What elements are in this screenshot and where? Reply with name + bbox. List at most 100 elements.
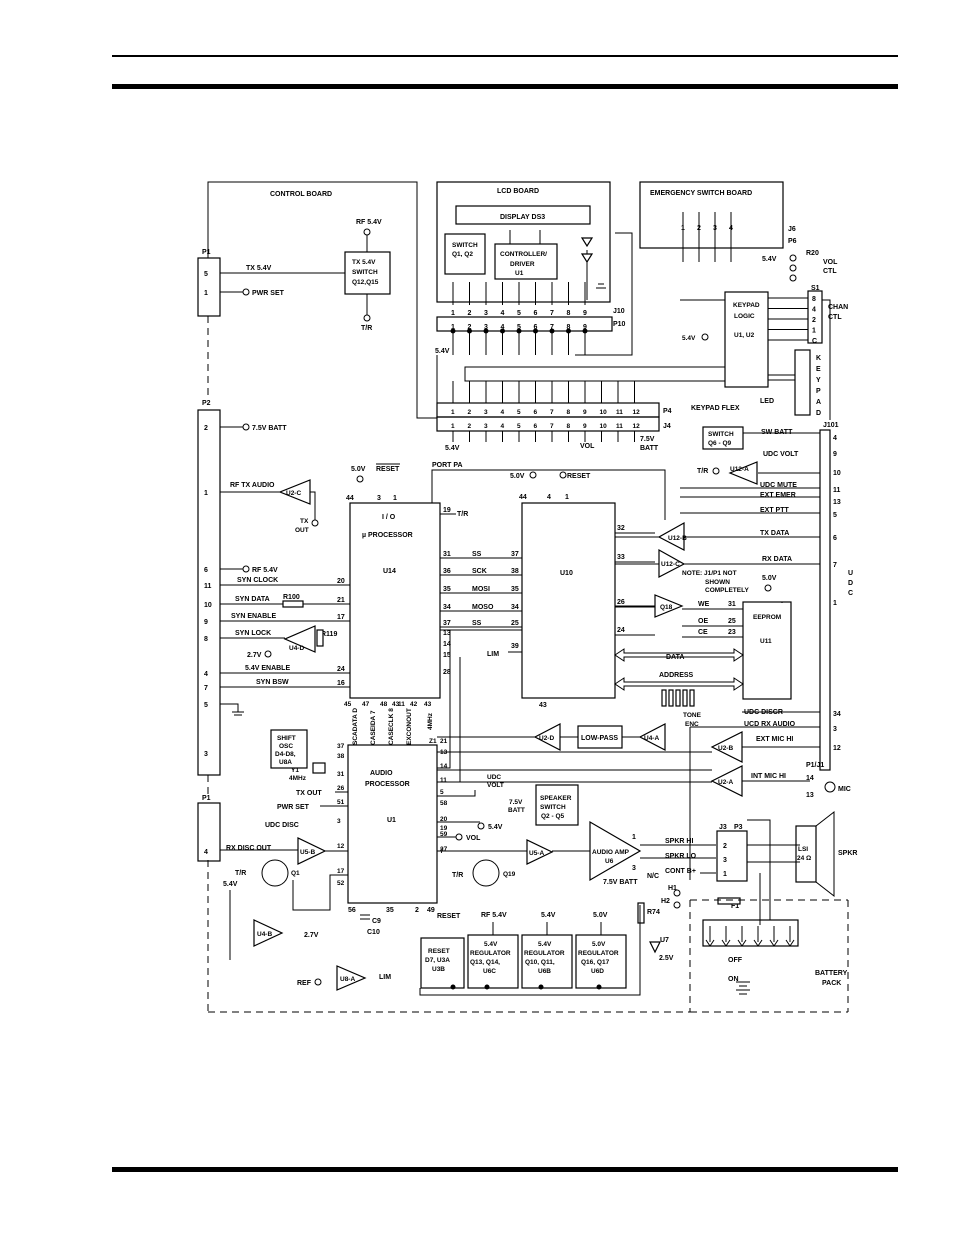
reg-a-input: RF 5.4V [481, 912, 507, 919]
u14-bottom-pin: 43 [424, 701, 432, 708]
ap-right-pin: 14 [440, 763, 448, 770]
chan-ctl-l2: CTL [828, 314, 842, 321]
crystal-y1 [312, 762, 326, 774]
u10-pin-44: 44 [519, 494, 527, 501]
ap-pin-56: 56 [348, 907, 356, 914]
on-label: ON [728, 976, 739, 983]
q19-transistor [472, 859, 500, 887]
eeprom-signal: WE [698, 601, 710, 608]
u10-right-pin: 32 [617, 525, 625, 532]
audio-amp-l2: U6 [605, 858, 614, 865]
lcd-leds [580, 237, 606, 289]
rf-5v4-p2: RF 5.4V [252, 567, 278, 574]
reg-c-l3: Q16, Q17 [581, 959, 610, 966]
chan-ctl-l1: CHAN [828, 304, 848, 311]
y1-l2: 4MHz [289, 775, 307, 782]
lcd-top-pin: 8 [567, 310, 571, 317]
flex-top-pin: 7 [550, 409, 554, 416]
low-pass-label: LOW-PASS [581, 735, 618, 742]
u10-left-pin: 34 [511, 604, 519, 611]
main-wires [437, 232, 831, 880]
audio-proc-l2: PROCESSOR [365, 781, 410, 788]
j101-signal: RX DATA [762, 556, 792, 563]
keypad[interactable] [794, 349, 811, 416]
u4d-label: U4-D [289, 645, 304, 652]
int-mic-hi: INT MIC HI [751, 773, 786, 780]
footer-rule-thick [112, 1167, 898, 1172]
tr-u14: T/R [457, 511, 468, 518]
pwr-set-top: PWR SET [252, 290, 285, 297]
tone-enc-resistors [661, 689, 695, 707]
eeprom-l1: EEPROM [753, 614, 781, 621]
s1-switch[interactable] [807, 290, 823, 344]
q1-label: Q1 [291, 870, 300, 877]
u7-label: U7 [660, 937, 669, 944]
ap-left-pin: 26 [337, 785, 345, 792]
p1-connector [197, 257, 221, 317]
p2-pin: 2 [204, 425, 208, 432]
u10-ref: U10 [560, 570, 573, 577]
mic-pin-14: 14 [806, 775, 814, 782]
reg-b-l3: Q10, Q11, [525, 959, 555, 966]
j101-label: J101 [823, 422, 839, 429]
r20-5v4: 5.4V [762, 256, 777, 263]
j10-label: J10 [613, 308, 625, 315]
reg-a-l1: 5.4V [484, 941, 498, 948]
u7-zener [649, 941, 661, 954]
controller-l1: CONTROLLER/ [500, 251, 547, 258]
u10-right-pin: 26 [617, 599, 625, 606]
udc-letter: U [848, 570, 853, 577]
flex-top-pin: 8 [567, 409, 571, 416]
lcd-bot-pin: 7 [550, 324, 554, 331]
flex-bot-pin: 9 [583, 423, 587, 430]
spi-signal: LIM [487, 651, 499, 658]
ap-right-pin: 13 [440, 749, 448, 756]
mic-icon [824, 781, 836, 793]
u14-right-pin: 34 [443, 604, 451, 611]
p2-pin: 4 [204, 671, 208, 678]
p2-pin: 1 [204, 490, 208, 497]
syn-bsw: SYN BSW [256, 679, 289, 686]
s1-pin: 2 [812, 317, 816, 324]
u5a-label: U5-A [529, 850, 544, 857]
vol-ctl-l2: CTL [823, 268, 837, 275]
flex-bot-pin: 2 [468, 423, 472, 430]
p4-label: P4 [663, 408, 672, 415]
note-l2: SHOWN [705, 579, 730, 586]
u10-reset: RESET [567, 473, 591, 480]
lcd-top-pin: 4 [501, 310, 505, 317]
keypad-5v4: 5.4V [682, 335, 696, 342]
lcd-top-pin: 9 [583, 310, 587, 317]
r20-label: R20 [806, 250, 819, 257]
lcd-bot-pin: 9 [583, 324, 587, 331]
u10-left-pin: 25 [511, 620, 519, 627]
j101-pin: 10 [833, 470, 841, 477]
lcd-bot-pin: 1 [451, 324, 455, 331]
u10-processor [521, 502, 616, 699]
u14-right-pin: 15 [443, 652, 451, 659]
keypad-letter: E [816, 366, 821, 373]
s1-pin: 8 [812, 296, 816, 303]
flex-batt-l2: BATT [640, 445, 659, 452]
battery-pins [705, 926, 795, 947]
j101-signal: UDC VOLT [763, 451, 799, 458]
z1-label: Z1 [429, 738, 437, 745]
flex-top-pin: 10 [600, 409, 608, 416]
f1-label: F1 [731, 903, 739, 910]
tone-enc-l2: ENC [685, 721, 699, 728]
p1-pins: 51 [204, 271, 208, 297]
ap-5v4: 5.4V [488, 824, 503, 831]
p2-pin: 3 [204, 751, 208, 758]
shift-osc-l4: U8A [279, 759, 292, 766]
u14-pin-3: 3 [377, 495, 381, 502]
p6-label: P6 [788, 238, 797, 245]
u14-bottom-pin: 11 [398, 701, 405, 708]
rx-disc-out: RX DISC OUT [226, 845, 272, 852]
spkr-lo: SPKR LO [665, 853, 697, 860]
p2-pin: 11 [204, 583, 212, 590]
r100-label: R100 [283, 594, 300, 601]
y1-l1: Y1 [291, 767, 299, 774]
speaker-switch [535, 784, 579, 826]
